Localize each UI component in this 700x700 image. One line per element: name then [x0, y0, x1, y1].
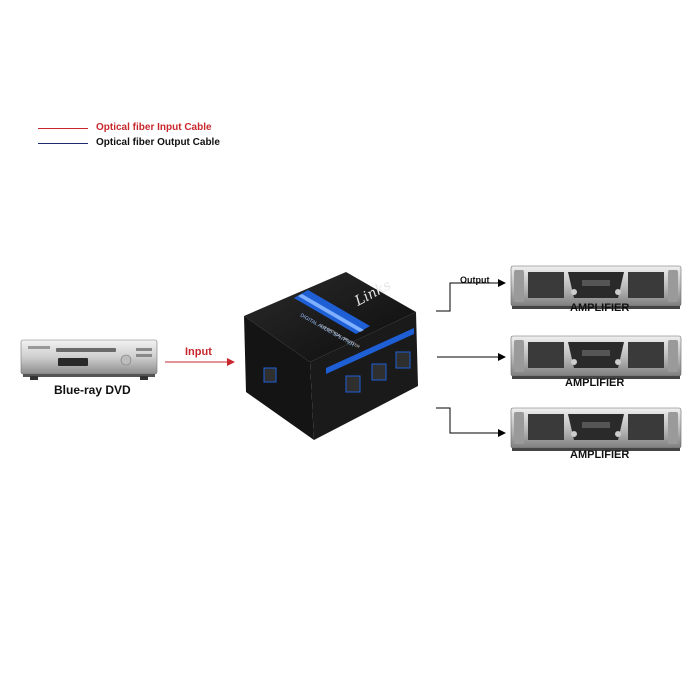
- output-cable-swatch: [38, 143, 88, 144]
- input-cable-label: Optical fiber Input Cable: [96, 122, 212, 133]
- amplifier-icon: [510, 265, 682, 309]
- output-cable-label: Optical fiber Output Cable: [96, 137, 220, 148]
- input-cable-swatch: [38, 128, 88, 129]
- amplifier-icon: [510, 407, 682, 451]
- source-label: Blue-ray DVD: [54, 383, 131, 397]
- amplifier-label-1: AMPLIFIER: [570, 302, 630, 314]
- output-label: Output: [460, 275, 490, 285]
- amplifier-icon: [510, 335, 682, 379]
- output-arrow-top: [436, 279, 506, 312]
- input-label: Input: [185, 346, 212, 358]
- dvd-player-icon: [20, 339, 158, 380]
- optical-audio-splitter-icon: Links DIGITAL AUDIO SPLITTER 1x3 OPTICAL…: [244, 272, 418, 440]
- amplifier-label-3: AMPLIFIER: [570, 449, 630, 461]
- amplifier-label-2: AMPLIFIER: [565, 377, 625, 389]
- output-arrow-bottom: [436, 407, 506, 437]
